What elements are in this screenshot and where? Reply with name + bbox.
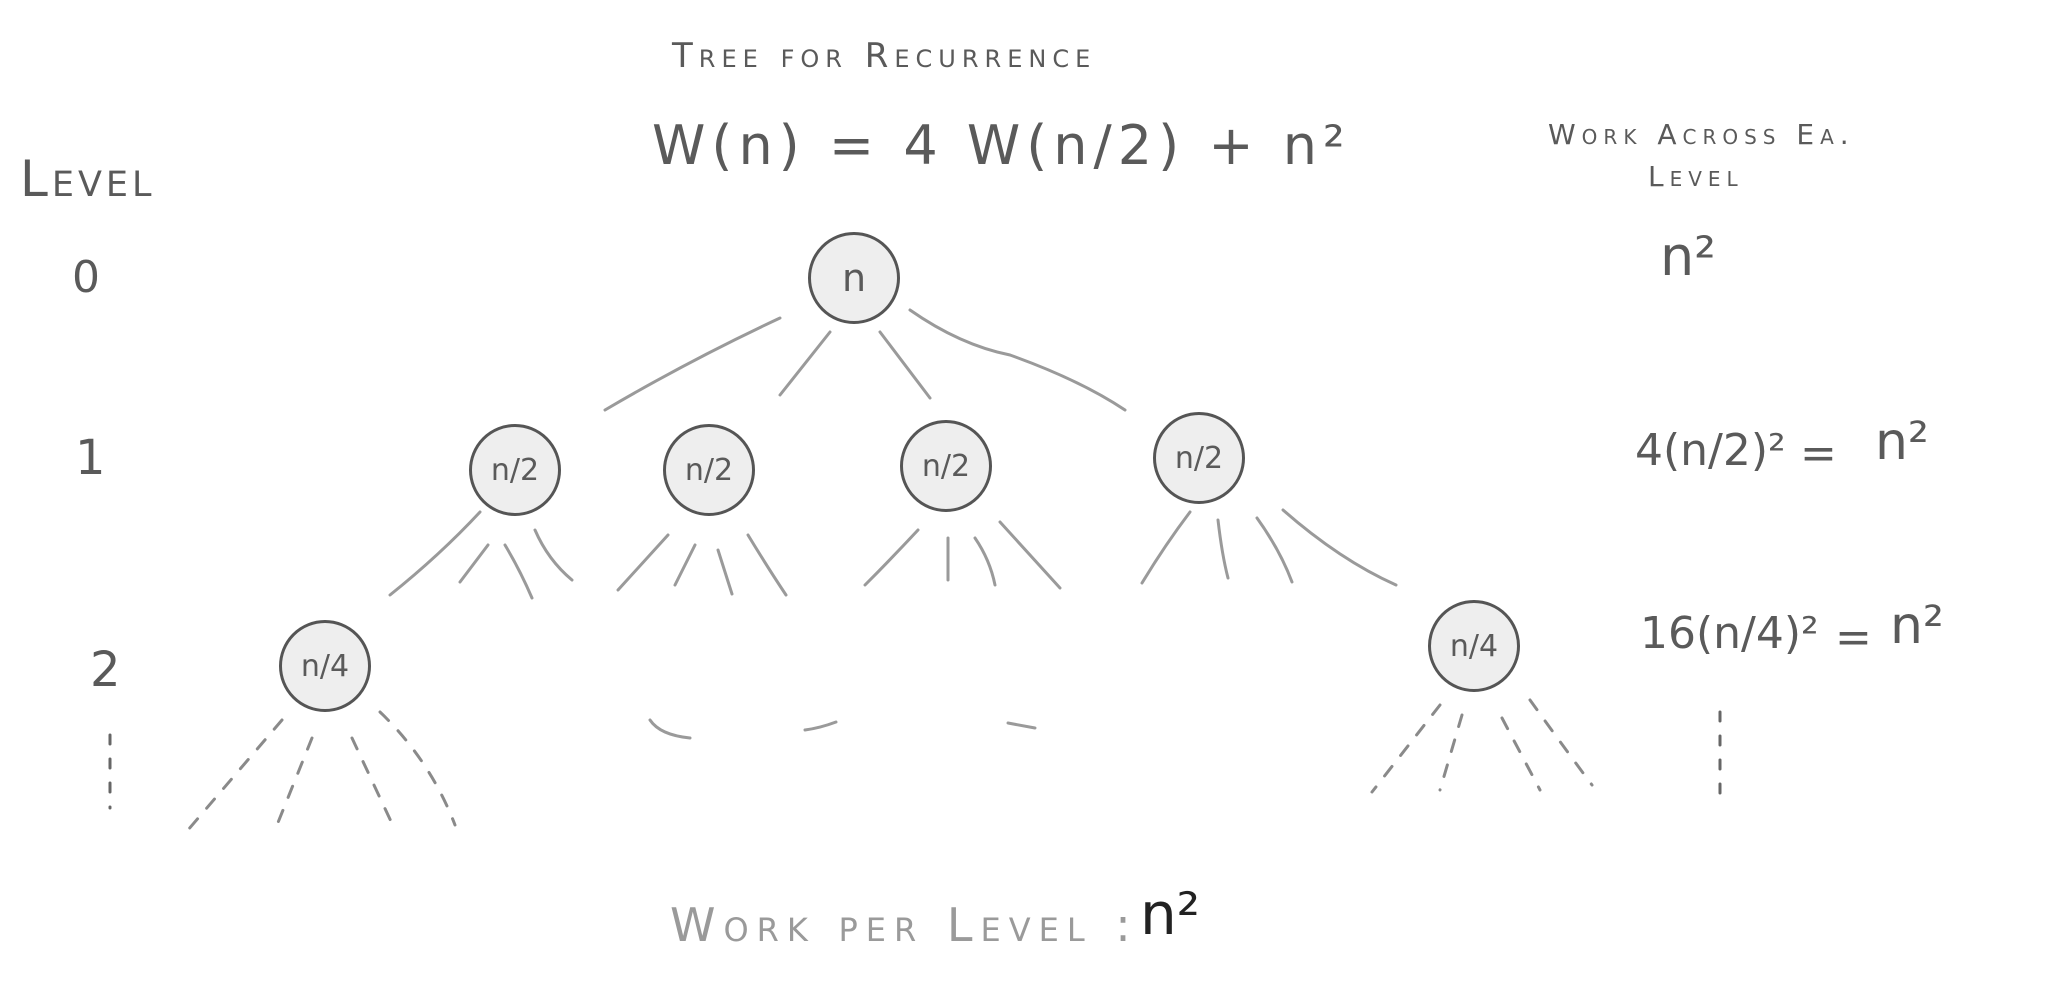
work-level-1-rhs: n² — [1875, 412, 1929, 472]
edge-l1b-3 — [716, 548, 734, 596]
edge-gap-1 — [648, 718, 692, 740]
work-level-0: n² — [1660, 225, 1716, 288]
edge-root-l1-1 — [603, 316, 782, 412]
edge-l1a-1 — [388, 510, 482, 597]
edge-l1d-3 — [1255, 516, 1294, 584]
work-level-2-lhs: 16(n/4)² — [1640, 608, 1819, 659]
edge-l1b-2 — [673, 543, 697, 587]
edge-root-l1-2 — [778, 330, 832, 397]
edge-root-l1-3 — [878, 330, 932, 400]
footer-label: Work per Level : — [670, 898, 1139, 952]
tree-node-l1-4: n/2 — [1153, 412, 1245, 504]
footer-value: n² — [1140, 880, 1201, 948]
work-level-2-rhs: n² — [1890, 596, 1944, 656]
edge-l1b-1 — [616, 533, 670, 592]
level-1-label: 1 — [75, 430, 106, 486]
edge-root-l1-4 — [908, 308, 1127, 412]
tree-node-l1-2: n/2 — [663, 424, 755, 516]
dash-left-1 — [186, 718, 284, 832]
tree-node-root: n — [808, 232, 900, 324]
edge-gap-3 — [1006, 721, 1037, 730]
level-2-label: 2 — [90, 642, 121, 698]
edge-l1d-4 — [1281, 508, 1398, 587]
edge-l1c-3 — [973, 536, 997, 587]
tree-node-l1-1: n/2 — [469, 424, 561, 516]
edge-l1c-4 — [998, 520, 1062, 590]
work-level-2-equals: = — [1835, 612, 1872, 663]
work-header-line2: Level — [1648, 160, 1744, 193]
edge-l1b-4 — [746, 533, 788, 597]
dash-right-4 — [1528, 698, 1594, 787]
edge-gap-2 — [803, 720, 838, 732]
tree-node-l2-right: n/4 — [1428, 600, 1520, 692]
recurrence-formula: W(n) = 4 W(n/2) + n² — [652, 114, 1351, 177]
work-level-1-equals: = — [1800, 428, 1837, 479]
dash-right-1 — [1370, 703, 1442, 794]
level-0-label: 0 — [72, 252, 100, 303]
edge-l1a-4 — [533, 528, 574, 582]
edge-l1a-3 — [503, 543, 534, 600]
tree-title: Tree for Recurrence — [672, 36, 1097, 76]
work-level-1-lhs: 4(n/2)² — [1635, 425, 1786, 476]
tree-node-l2-left: n/4 — [279, 620, 371, 712]
edge-l1c-1 — [863, 528, 920, 587]
dash-right-2 — [1438, 713, 1464, 792]
dash-left-3 — [350, 736, 397, 832]
tree-node-l1-3: n/2 — [900, 420, 992, 512]
level-header: Level — [20, 150, 156, 208]
edge-l1d-2 — [1216, 518, 1230, 580]
edge-l1d-1 — [1140, 510, 1192, 585]
dash-left-4 — [378, 710, 457, 827]
work-header-line1: Work Across Ea. — [1548, 118, 1855, 151]
dash-left-2 — [273, 736, 314, 832]
edge-l1a-2 — [458, 543, 490, 584]
dash-right-3 — [1500, 716, 1542, 792]
